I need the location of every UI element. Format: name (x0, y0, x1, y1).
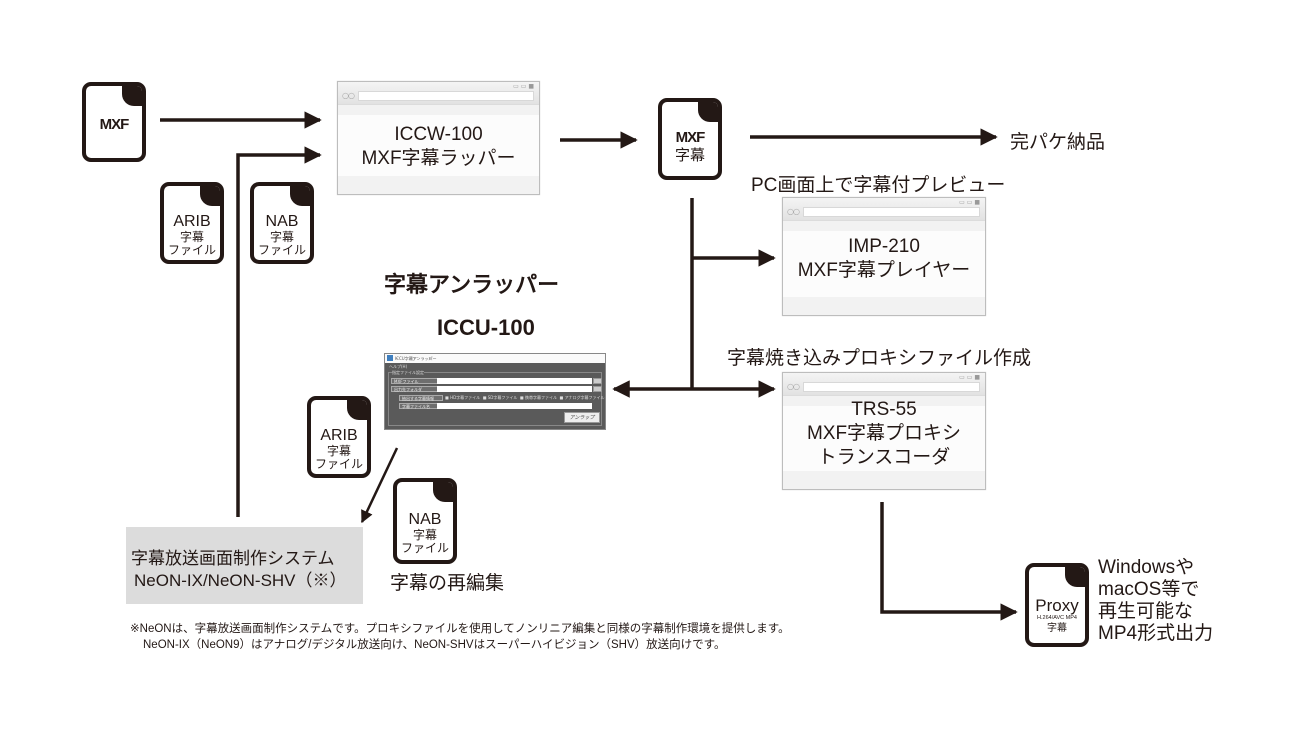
app-icon (387, 355, 393, 361)
file-label: 字幕 (326, 444, 351, 458)
file-label: NAB (408, 511, 442, 528)
app-menu-help[interactable]: ヘルプ(H) (389, 364, 408, 369)
nab-subtitle-file-icon: NAB 字幕 ファイル (250, 182, 314, 264)
proxy-file-icon: Proxy H.264/AVC MP4 字幕 (1025, 563, 1089, 647)
radio-analog[interactable]: アナログ字幕ファイル (564, 395, 605, 400)
file-label: H.264/AVC MP4 (1037, 615, 1077, 621)
unwrap-button[interactable]: アンラップ (564, 412, 600, 423)
file-label: 字幕 (412, 528, 437, 542)
file-label: ARIB (320, 427, 358, 444)
mxf-subtitle-file-icon: MXF 字幕 (658, 98, 722, 180)
mxf-logo: MXF (675, 129, 706, 146)
extract-options[interactable]: ■ HD字幕ファイル ■ SD字幕ファイル ■ 携帯字幕ファイル ■ アナログ字… (445, 395, 605, 400)
mxf-input-file-icon: MXF (82, 82, 146, 162)
field-label-mxf: MXFファイル (391, 378, 443, 384)
nab-subtitle-file-icon-bottom: NAB 字幕 ファイル (393, 478, 457, 564)
iccu-app-screenshot: ICCU字幕アンラッパー − ◻ × ヘルプ(H) 指定ファイル設定 MXFファ… (384, 353, 606, 430)
arrow-neon-to-iccw (236, 146, 322, 517)
trs-window: ○○▭ ▭ ■ TRS-55 MXF字幕プロキシ トランスコーダ (782, 372, 986, 490)
file-label: 字幕 (674, 147, 705, 164)
radio-mobile[interactable]: 携帯字幕ファイル (524, 395, 557, 400)
subtitle-filename-input[interactable] (437, 403, 592, 409)
unwrapper-heading: 字幕アンラッパー (384, 272, 560, 297)
mxf-file-input[interactable] (437, 378, 592, 384)
file-label: ファイル (167, 243, 216, 257)
arrow-trs-to-proxy (880, 502, 1018, 621)
proxy-output-line: Windowsや (1098, 557, 1195, 578)
iccw-model: ICCW-100 (394, 124, 483, 145)
neon-line2: NeON-IX/NeON-SHV（※） (134, 571, 347, 590)
group-label: 指定ファイル設定 (392, 370, 424, 376)
proxy-output-line: MP4形式出力 (1098, 623, 1214, 644)
delivery-label: 完パケ納品 (1010, 132, 1106, 153)
file-label: ファイル (400, 541, 449, 555)
field-label-output: 出力先フォルダ (391, 386, 443, 392)
arib-subtitle-file-icon: ARIB 字幕 ファイル (160, 182, 224, 264)
trs-model: TRS-55 (851, 399, 917, 420)
file-label: ファイル (314, 457, 363, 471)
radio-hd[interactable]: HD字幕ファイル (450, 395, 481, 400)
footnote-line1: ※NeONは、字幕放送画面制作システムです。プロキシファイルを使用してノンリニア… (130, 623, 790, 635)
neon-system-box: 字幕放送画面制作システム NeON-IX/NeON-SHV（※） (126, 527, 363, 604)
field-label-extract: 抽出する字幕情報 (399, 395, 443, 401)
window-controls[interactable]: − ◻ × (395, 356, 438, 361)
output-folder-input[interactable] (437, 386, 592, 392)
reedit-label: 字幕の再編集 (390, 573, 505, 594)
file-label: 字幕 (179, 230, 204, 244)
trs-name-2: トランスコーダ (817, 447, 951, 468)
file-label: Proxy (1035, 596, 1079, 615)
file-settings-group: 指定ファイル設定 (388, 370, 602, 426)
mxf-logo: MXF (99, 116, 130, 133)
footnote-line2: NeON-IX（NeON9）はアナログ/デジタル放送向け、NeON-SHVはスー… (143, 639, 726, 651)
arib-subtitle-file-icon-bottom: ARIB 字幕 ファイル (307, 396, 371, 478)
proxy-output-line: 再生可能な (1098, 601, 1194, 622)
browse-output-button[interactable] (593, 386, 602, 392)
file-label: ファイル (257, 243, 306, 257)
imp-name: MXF字幕プレイヤー (797, 260, 971, 281)
unwrapper-model: ICCU-100 (437, 315, 535, 340)
file-label: 字幕 (1047, 622, 1067, 634)
browse-mxf-button[interactable] (593, 378, 602, 384)
file-label: 字幕 (269, 230, 294, 244)
radio-sd[interactable]: SD字幕ファイル (487, 395, 518, 400)
trs-name-1: MXF字幕プロキシ (806, 423, 962, 444)
neon-line1: 字幕放送画面制作システム (131, 549, 335, 568)
imp-window: ○○▭ ▭ ■ IMP-210 MXF字幕プレイヤー (782, 197, 986, 316)
imp-model: IMP-210 (848, 236, 920, 257)
proxy-output-label: Windowsや macOS等で 再生可能な MP4形式出力 (1098, 557, 1213, 645)
file-label: ARIB (173, 213, 211, 230)
iccw-window: ○○▭ ▭ ■ ICCW-100 MXF字幕ラッパー (337, 81, 540, 195)
app-title: ICCU字幕アンラッパー (395, 356, 437, 361)
iccw-name: MXF字幕ラッパー (361, 148, 516, 169)
proxy-output-line: macOS等で (1098, 579, 1200, 600)
trs-caption: 字幕焼き込みプロキシファイル作成 (727, 348, 1032, 369)
file-label: NAB (265, 213, 299, 230)
imp-caption: PC画面上で字幕付プレビュー (751, 175, 1006, 196)
arrow-iccu-to-nab (360, 447, 399, 524)
